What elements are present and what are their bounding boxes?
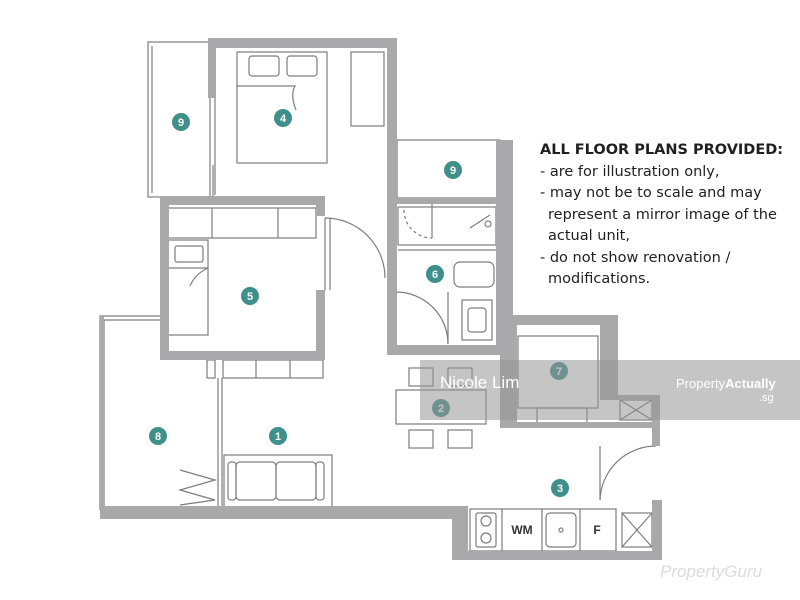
balcony-bottom-left bbox=[99, 315, 160, 510]
room-marker-3: 3 bbox=[551, 479, 569, 497]
washer-label: WM bbox=[511, 523, 532, 537]
watermark-brand-b: Actually bbox=[725, 376, 776, 391]
dining-chair bbox=[408, 429, 434, 449]
svg-text:3: 3 bbox=[557, 483, 563, 495]
svg-text:5: 5 bbox=[247, 291, 253, 303]
room-marker-9-right: 9 bbox=[444, 161, 462, 179]
watermark-tld: .sg bbox=[759, 392, 774, 404]
svg-text:6: 6 bbox=[432, 269, 438, 281]
room-marker-1: 1 bbox=[269, 427, 287, 445]
overhead-storage bbox=[167, 207, 317, 239]
disclaimer-title: ALL FLOOR PLANS PROVIDED: bbox=[540, 142, 784, 158]
room-marker-6: 6 bbox=[426, 265, 444, 283]
watermark-band bbox=[420, 360, 800, 420]
toilet bbox=[453, 261, 495, 288]
svg-text:8: 8 bbox=[155, 431, 161, 443]
disclaimer: ALL FLOOR PLANS PROVIDED: - are for illu… bbox=[540, 140, 795, 291]
disclaimer-line: - are for illustration only, bbox=[540, 163, 720, 180]
shoe-cabinet bbox=[222, 359, 324, 379]
svg-text:1: 1 bbox=[275, 431, 281, 443]
stove bbox=[475, 512, 497, 548]
disclaimer-line: modifications. bbox=[548, 271, 651, 287]
room-marker-5: 5 bbox=[241, 287, 259, 305]
watermark-brand-a: Property bbox=[676, 376, 726, 391]
pillow-right bbox=[286, 55, 318, 77]
folding-door bbox=[177, 469, 218, 506]
svg-text:4: 4 bbox=[280, 113, 287, 125]
pillow-single bbox=[174, 245, 204, 263]
double-bed bbox=[236, 51, 328, 164]
door-kitchen bbox=[599, 445, 657, 501]
pillow-left bbox=[248, 55, 280, 77]
room-marker-9-left: 9 bbox=[172, 113, 190, 131]
wardrobe bbox=[350, 51, 385, 127]
room-marker-4: 4 bbox=[274, 109, 292, 127]
watermark-agent-name: Nicole Lim bbox=[440, 373, 520, 392]
watermark-brand: PropertyActually bbox=[676, 376, 776, 391]
fridge-label: F bbox=[593, 523, 600, 537]
watermark-corner-logo: PropertyGuru bbox=[660, 562, 763, 581]
room-marker-8: 8 bbox=[149, 427, 167, 445]
door-bathroom bbox=[395, 291, 449, 345]
dining-chair bbox=[447, 429, 473, 449]
walls bbox=[100, 38, 662, 560]
svg-text:9: 9 bbox=[178, 117, 184, 129]
wash-basin bbox=[461, 299, 493, 341]
disclaimer-line: actual unit, bbox=[548, 228, 630, 244]
kitchen-sink bbox=[545, 512, 577, 548]
disclaimer-line: - do not show renovation / bbox=[540, 249, 731, 266]
disclaimer-line: represent a mirror image of the bbox=[548, 206, 777, 223]
single-bed bbox=[167, 239, 209, 336]
disclaimer-line: - may not be to scale and may bbox=[540, 185, 762, 201]
door-bedroom2 bbox=[324, 217, 386, 279]
shower-area bbox=[397, 206, 497, 246]
svg-text:9: 9 bbox=[450, 165, 456, 177]
